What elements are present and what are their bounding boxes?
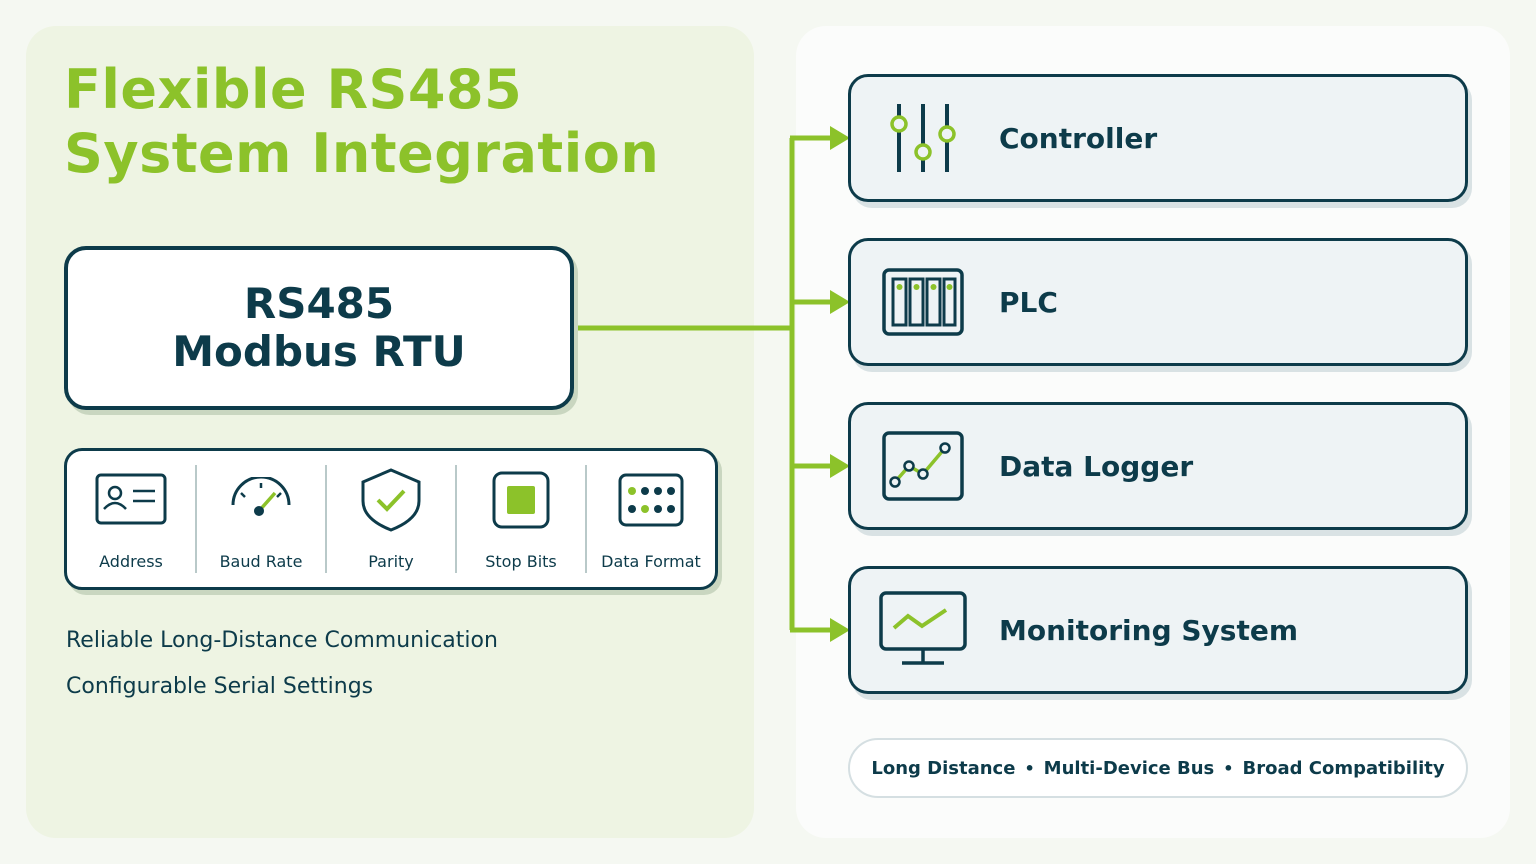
dot-grid-icon <box>611 465 691 535</box>
device-label: PLC <box>999 285 1058 319</box>
tag-long-distance: Long Distance <box>871 757 1016 779</box>
device-label: Monitoring System <box>999 613 1299 647</box>
serial-settings-card: Address Baud Rate Parity <box>64 448 718 590</box>
monitor-icon <box>875 582 971 678</box>
arrow-controller <box>830 126 850 150</box>
arrow-plc <box>830 290 850 314</box>
setting-label: Data Format <box>601 552 701 571</box>
stop-square-icon <box>481 465 561 535</box>
tag-separator: • <box>1223 758 1234 778</box>
benefit-tags: Long Distance • Multi-Device Bus • Broad… <box>848 738 1468 798</box>
device-controller: Controller <box>848 74 1468 202</box>
arrow-data-logger <box>830 454 850 478</box>
protocol-variant: Modbus RTU <box>172 327 466 376</box>
title-line-2: System Integration <box>64 122 660 185</box>
title-line-1: Flexible RS485 <box>64 58 523 121</box>
tag-multi-device-bus: Multi-Device Bus <box>1043 757 1215 779</box>
device-plc: PLC <box>848 238 1468 366</box>
setting-label: Stop Bits <box>485 552 557 571</box>
setting-baud-rate: Baud Rate <box>197 465 327 573</box>
setting-parity: Parity <box>327 465 457 573</box>
device-monitoring-system: Monitoring System <box>848 566 1468 694</box>
feature-text: Configurable Serial Settings <box>66 674 374 699</box>
device-label: Controller <box>999 121 1158 155</box>
tag-separator: • <box>1024 758 1035 778</box>
setting-label: Baud Rate <box>219 552 303 571</box>
tag-broad-compatibility: Broad Compatibility <box>1242 757 1445 779</box>
setting-stop-bits: Stop Bits <box>457 465 587 573</box>
line-graph-icon <box>875 418 971 514</box>
shield-check-icon <box>351 465 431 535</box>
setting-address: Address <box>67 465 197 573</box>
protocol-box: RS485 Modbus RTU <box>64 246 574 410</box>
protocol-name: RS485 <box>243 279 395 328</box>
device-data-logger: Data Logger <box>848 402 1468 530</box>
id-card-icon <box>91 465 171 535</box>
left-panel <box>26 26 754 838</box>
gauge-icon <box>221 465 301 535</box>
setting-label: Address <box>99 552 163 571</box>
device-label: Data Logger <box>999 449 1194 483</box>
page-title: Flexible RS485 System Integration <box>64 58 659 186</box>
arrow-monitoring <box>830 618 850 642</box>
plc-rack-icon <box>875 254 971 350</box>
setting-data-format: Data Format <box>587 465 715 573</box>
sliders-icon <box>875 90 971 186</box>
setting-label: Parity <box>368 552 414 571</box>
feature-text: Reliable Long-Distance Communication <box>66 628 498 653</box>
